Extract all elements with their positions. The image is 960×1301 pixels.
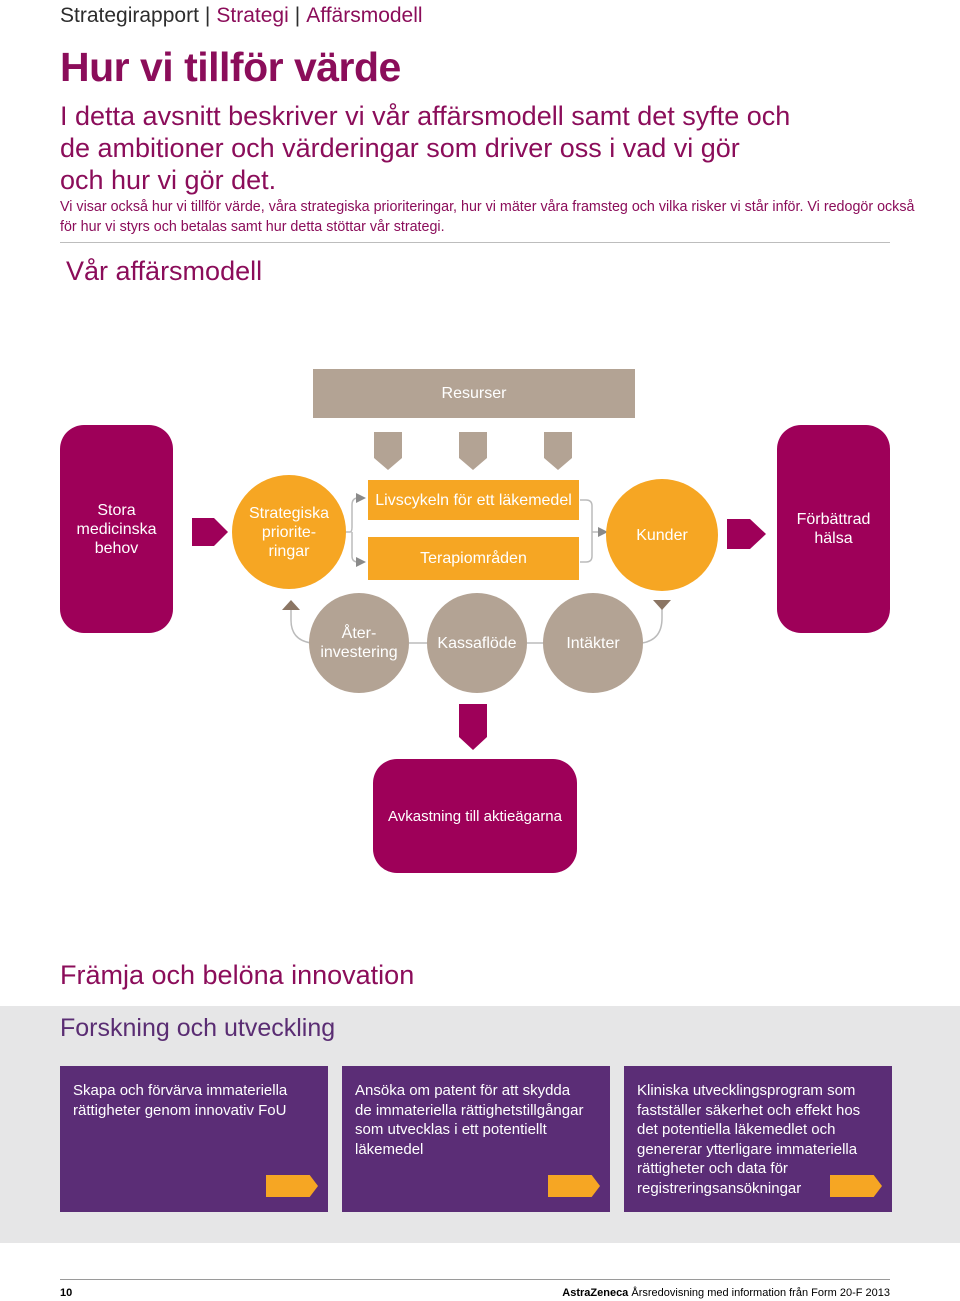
rnd-title: Forskning och utveckling xyxy=(60,1014,336,1042)
footer-publication: AstraZeneca Årsredovisning med informati… xyxy=(562,1287,890,1299)
right-arrow-stora xyxy=(192,518,228,546)
card-line: genererar ytterligare immateriella xyxy=(637,1140,858,1158)
card-line: fastställer säkerhet och effekt hos xyxy=(637,1101,861,1119)
right-arrow-kunder xyxy=(727,519,766,549)
footer-divider xyxy=(60,1279,890,1280)
livscykeln-label: Livscykeln för ett läkemedel xyxy=(375,491,572,509)
innovation-title: Främja och belöna innovation xyxy=(60,960,415,990)
breadcrumb-affarsmodell[interactable]: Affärsmodell xyxy=(306,4,423,27)
card-line: rättigheter genom innovativ FoU xyxy=(73,1101,287,1119)
card-2-arrow-icon xyxy=(548,1175,600,1197)
kassaflode-label: Kassaflöde xyxy=(437,634,517,652)
lead-paragraph: I detta avsnitt beskriver vi vår affärsm… xyxy=(60,100,820,196)
forbattrad-box xyxy=(777,425,890,633)
footer-doc-title: Årsredovisning med information från Form… xyxy=(631,1287,890,1299)
terapiomraden-box xyxy=(368,537,579,580)
kunder-circle xyxy=(606,479,718,591)
resurser-label: Resurser xyxy=(441,385,507,402)
kassaflode-circle xyxy=(427,593,527,693)
resurser-box xyxy=(313,369,635,418)
kunder-label: Kunder xyxy=(636,526,688,544)
lead-line: de ambitioner och värderingar som driver… xyxy=(60,133,740,163)
livscykeln-box xyxy=(368,480,579,520)
intro-line: för hur vi styrs och betalas samt hur de… xyxy=(60,218,445,235)
card-line: rättigheter och data för xyxy=(637,1160,788,1177)
card-3-arrow-icon xyxy=(830,1175,882,1197)
ater-label: Åter-investering xyxy=(320,625,398,661)
strategiska-circle xyxy=(232,475,346,589)
business-model-diagram xyxy=(60,369,890,873)
page-title: Hur vi tillför värde xyxy=(60,44,401,90)
card-line: Skapa och förvärva immateriella xyxy=(73,1082,288,1099)
header-section: Strategirapport xyxy=(60,4,199,27)
connector-left xyxy=(346,497,359,563)
section-divider xyxy=(60,242,890,243)
page-number: 10 xyxy=(60,1287,73,1299)
card-line: läkemedel xyxy=(355,1140,424,1158)
intro-paragraph: Vi visar också hur vi tillför värde, vår… xyxy=(60,198,915,237)
connector-arrowhead xyxy=(598,527,608,537)
card-line: de immateriella rättighetstillgångar xyxy=(355,1101,584,1119)
lead-line: I detta avsnitt beskriver vi vår affärsm… xyxy=(60,101,791,131)
intakter-label: Intäkter xyxy=(566,634,620,652)
card-line: registreringsansökningar xyxy=(637,1179,802,1197)
avkastning-box xyxy=(373,759,577,873)
intakter-circle xyxy=(543,593,643,693)
ater-circle xyxy=(309,593,409,693)
down-arrow-3 xyxy=(544,432,572,470)
connector-arrowhead xyxy=(356,557,366,567)
up-arrowhead xyxy=(282,600,300,610)
connector-right xyxy=(580,499,600,563)
terapiomraden-label: Terapiområden xyxy=(420,550,527,567)
breadcrumb-separator: | xyxy=(294,4,301,27)
lead-line: och hur vi gör det. xyxy=(60,165,277,195)
down-arrow-1 xyxy=(374,432,402,470)
connector-arrowhead xyxy=(356,493,366,503)
down-arrow-avkastning xyxy=(459,704,487,750)
card-line: det potentiella läkemedlet och xyxy=(637,1121,836,1138)
down-arrowhead xyxy=(653,600,671,610)
rnd-card-3: Kliniska utvecklingsprogram som faststäl… xyxy=(624,1066,892,1212)
down-arrow-2 xyxy=(459,432,487,470)
avkastning-label: Avkastning till aktieägarna xyxy=(388,807,562,825)
card-line: Kliniska utvecklingsprogram som xyxy=(637,1082,856,1099)
footer-brand: AstraZeneca xyxy=(562,1287,629,1299)
stora-behov-box xyxy=(60,425,173,633)
header-breadcrumb: Strategirapport|Strategi|Affärsmodell xyxy=(60,4,423,28)
card-line: Ansöka om patent för att skydda xyxy=(355,1082,571,1099)
section-title-affarsmodell: Vår affärsmodell xyxy=(66,256,263,286)
breadcrumb-separator: | xyxy=(204,4,211,27)
breadcrumb-strategi[interactable]: Strategi xyxy=(216,4,289,27)
card-line: som utvecklas i ett potentiellt xyxy=(355,1121,547,1138)
intro-line: Vi visar också hur vi tillför värde, vår… xyxy=(60,199,915,215)
card-1-arrow-icon xyxy=(266,1175,318,1197)
